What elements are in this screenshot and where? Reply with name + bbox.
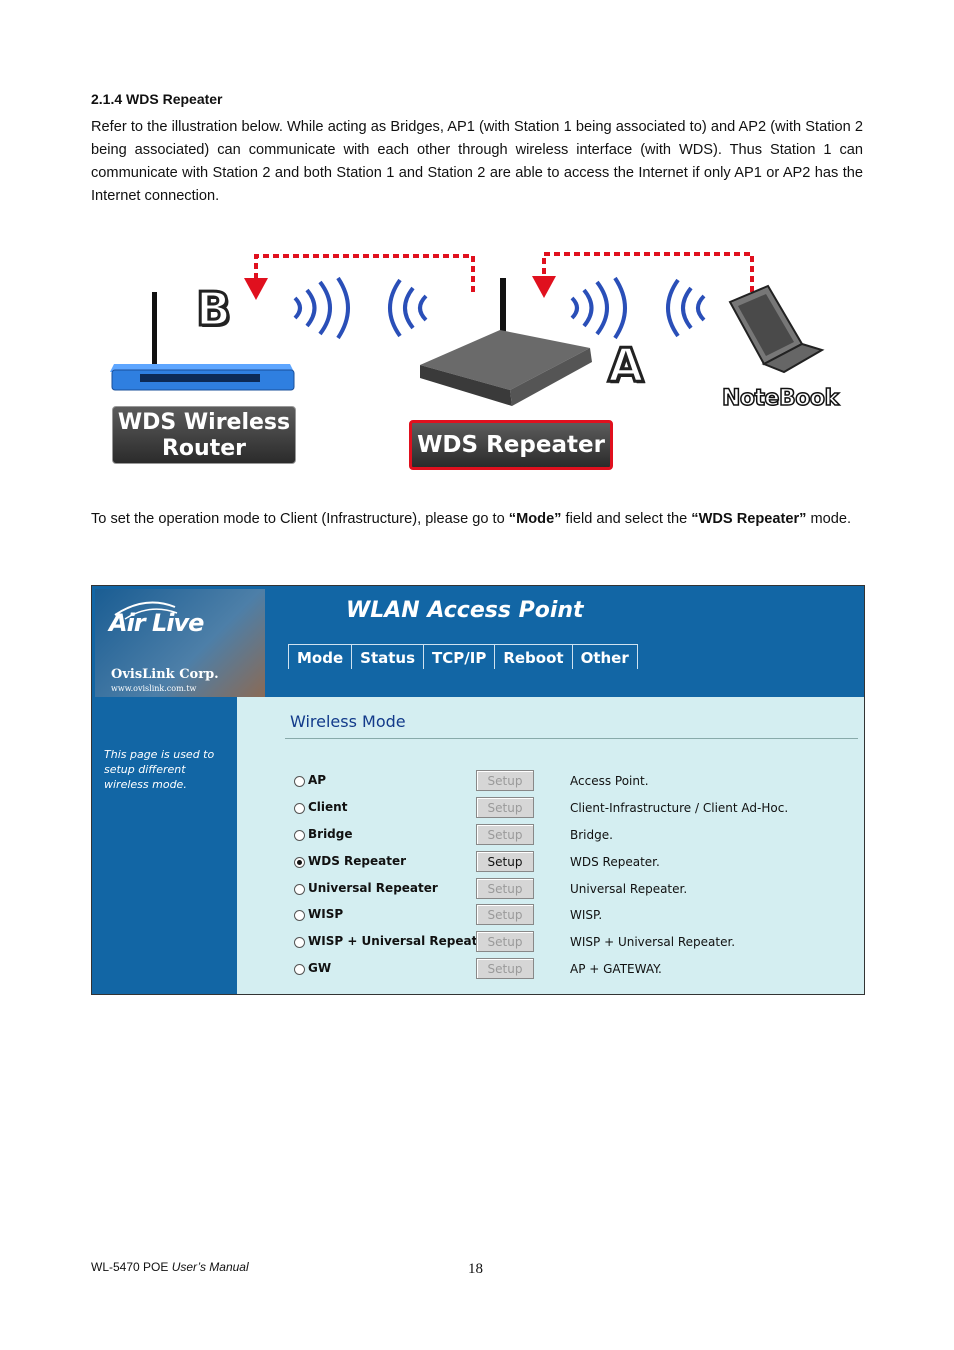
arrow-head-right: [532, 276, 556, 298]
corp-name: OvisLink Corp.: [111, 667, 219, 682]
ui-sidebar: This page is used to setup different wir…: [92, 697, 237, 994]
setup-button-wisp-universal-repeater[interactable]: Setup: [476, 931, 534, 952]
airlive-swoosh-icon: [114, 601, 178, 620]
page-number: 18: [468, 1261, 483, 1277]
section-title: 2.1.4 WDS Repeater: [91, 91, 223, 107]
label-a: A: [607, 337, 646, 394]
mode-description: Universal Repeater.: [570, 882, 688, 896]
notebook-label: NoteBook: [721, 385, 840, 412]
mode-label: WISP: [308, 907, 344, 921]
mode-description: AP + GATEWAY.: [570, 962, 662, 976]
footer-manual: WL-5470 POE User’s Manual: [91, 1260, 249, 1274]
instruction-text-1: To set the operation mode to Client (Inf…: [91, 511, 509, 527]
wave-icon-left: [293, 276, 428, 340]
mode-row-gw: GW Setup AP + GATEWAY.: [292, 958, 852, 986]
radio-ap[interactable]: [294, 776, 305, 787]
setup-button-ap[interactable]: Setup: [476, 770, 534, 791]
wds-diagram: B A NoteBook WDS Wireless Router WDS Rep…: [100, 240, 860, 480]
nav-other[interactable]: Other: [571, 644, 638, 669]
instruction-text-3: mode.: [806, 511, 852, 527]
footer-model: WL-5470 POE: [91, 1260, 169, 1274]
router-icon: [110, 292, 295, 391]
mode-description: WDS Repeater.: [570, 855, 660, 869]
radio-wisp[interactable]: [294, 910, 305, 921]
mode-label: WDS Repeater: [308, 854, 407, 868]
sidebar-help-text: This page is used to setup different wir…: [104, 748, 215, 791]
router-label: WDS Wireless Router: [112, 406, 296, 464]
radio-wds-repeater[interactable]: [294, 857, 305, 868]
nav-status[interactable]: Status: [351, 644, 424, 669]
router-label-line2: Router: [161, 436, 246, 461]
instruction-mode-value: “WDS Repeater”: [691, 511, 807, 527]
setup-button-client[interactable]: Setup: [476, 797, 534, 818]
link-arrow-left: [254, 254, 475, 292]
mode-description: Client-Infrastructure / Client Ad-Hoc.: [570, 801, 789, 815]
nav-tcpip[interactable]: TCP/IP: [423, 644, 495, 669]
wlan-title: WLAN Access Point: [346, 598, 584, 623]
panel-title: Wireless Mode: [290, 712, 406, 731]
intro-paragraph: Refer to the illustration below. While a…: [91, 119, 863, 204]
mode-description: Access Point.: [570, 774, 649, 788]
arrow-head-left: [244, 278, 268, 300]
wave-icon-right: [570, 276, 706, 340]
mode-row-universal-repeater: Universal Repeater Setup Universal Repea…: [292, 878, 852, 906]
mode-label: Client: [308, 800, 348, 814]
instruction-mode-field: “Mode”: [508, 511, 562, 527]
mode-description: WISP + Universal Repeater.: [570, 935, 736, 949]
mode-row-wisp-universal-repeater: WISP + Universal Repeater Setup WISP + U…: [292, 931, 852, 959]
mode-row-wisp: WISP Setup WISP.: [292, 904, 852, 932]
link-arrow-right: [542, 252, 754, 292]
instruction-paragraph: To set the operation mode to Client (Inf…: [91, 508, 863, 531]
repeater-label: WDS Repeater: [409, 420, 613, 470]
notebook-icon: [728, 284, 825, 374]
wlan-ui-screenshot: Air Live OvisLink Corp. www.ovislink.com…: [91, 585, 865, 995]
nav-mode[interactable]: Mode: [288, 644, 352, 669]
radio-gw[interactable]: [294, 964, 305, 975]
brand-logo: Air Live: [109, 609, 204, 637]
corp-url: www.ovislink.com.tw: [111, 684, 197, 693]
mode-label: Universal Repeater: [308, 881, 438, 895]
panel-divider: [285, 738, 858, 739]
ui-header: Air Live OvisLink Corp. www.ovislink.com…: [92, 586, 864, 697]
logo-panel: Air Live OvisLink Corp. www.ovislink.com…: [95, 589, 265, 697]
setup-button-wisp[interactable]: Setup: [476, 904, 534, 925]
mode-row-wds-repeater: WDS Repeater Setup WDS Repeater.: [292, 851, 852, 879]
radio-client[interactable]: [294, 803, 305, 814]
mode-row-bridge: Bridge Setup Bridge.: [292, 824, 852, 852]
radio-wisp-universal-repeater[interactable]: [294, 937, 305, 948]
mode-description: Bridge.: [570, 828, 613, 842]
mode-label: AP: [308, 773, 327, 787]
mode-label: GW: [308, 961, 332, 975]
footer-manual-title: User’s Manual: [171, 1260, 249, 1274]
radio-universal-repeater[interactable]: [294, 884, 305, 895]
setup-button-wds-repeater[interactable]: Setup: [476, 851, 534, 872]
mode-row-client: Client Setup Client-Infrastructure / Cli…: [292, 797, 852, 825]
mode-label: WISP + Universal Repeater: [308, 934, 492, 948]
setup-button-universal-repeater[interactable]: Setup: [476, 878, 534, 899]
label-b: B: [194, 281, 232, 338]
top-nav: Mode Status TCP/IP Reboot Other: [288, 644, 638, 669]
setup-button-bridge[interactable]: Setup: [476, 824, 534, 845]
radio-bridge[interactable]: [294, 830, 305, 841]
repeater-icon: [420, 278, 592, 406]
setup-button-gw[interactable]: Setup: [476, 958, 534, 979]
nav-reboot[interactable]: Reboot: [494, 644, 572, 669]
router-label-line1: WDS Wireless: [117, 410, 291, 435]
diagram-graphics: [110, 252, 825, 406]
mode-row-ap: AP Setup Access Point.: [292, 770, 852, 798]
mode-description: WISP.: [570, 908, 603, 922]
mode-label: Bridge: [308, 827, 353, 841]
instruction-text-2: field and select the: [561, 511, 692, 527]
